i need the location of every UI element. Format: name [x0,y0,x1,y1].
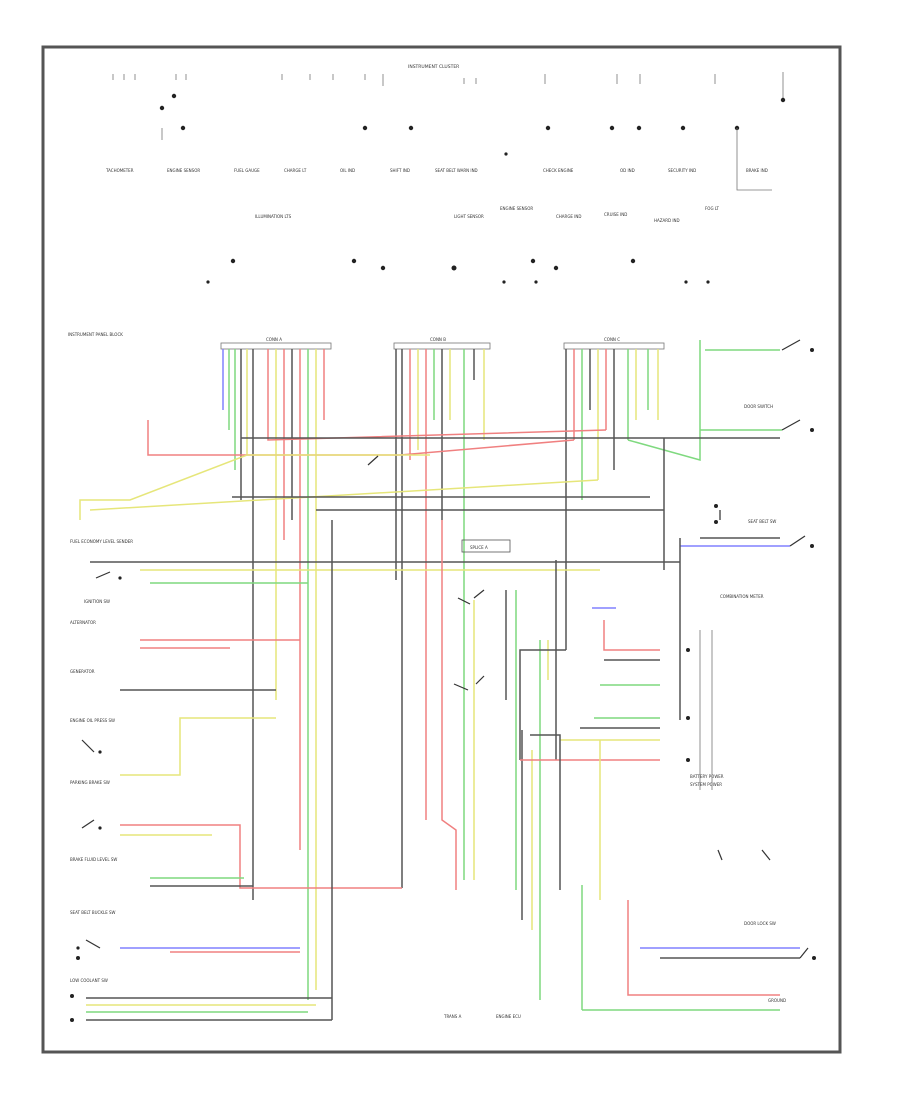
svg-text:SHIFT IND: SHIFT IND [390,168,410,173]
svg-text:CONN A: CONN A [266,337,282,342]
svg-text:ENGINE SENSOR: ENGINE SENSOR [167,168,200,173]
connector-a: CONN A [220,337,332,350]
svg-text:DOOR SWITCH: DOOR SWITCH [744,404,773,409]
svg-text:SEAT BELT SW: SEAT BELT SW [748,519,776,524]
svg-text:ENGINE ECU: ENGINE ECU [496,1014,521,1019]
center-wires [441,510,800,1011]
right-labels: DOOR SWITCH SEAT BELT SW COMBINATION MET… [690,404,776,926]
svg-text:INSTRUMENT PANEL BLOCK: INSTRUMENT PANEL BLOCK [68,332,123,337]
left-labels: INSTRUMENT PANEL BLOCK FUEL ECONOMY LEVE… [68,332,133,983]
svg-text:CHARGE LT: CHARGE LT [284,168,307,173]
sub-component-labels: LIGHT SENSOR ENGINE SENSOR CHARGE IND CR… [454,206,719,223]
diagram-frame [41,45,842,1054]
tachometer-label: TACHOMETER [105,168,134,173]
instrument-cluster-title: INSTRUMENT CLUSTER [408,64,459,70]
svg-text:SEAT BELT BUCKLE SW: SEAT BELT BUCKLE SW [70,910,116,915]
svg-text:FOG LT: FOG LT [705,206,719,211]
svg-text:FUEL GAUGE: FUEL GAUGE [234,168,260,173]
svg-text:COMBINATION METER: COMBINATION METER [720,594,764,599]
connector-c-wires [565,349,659,650]
connector-b-wires [395,349,485,888]
svg-text:CONN C: CONN C [604,337,620,342]
svg-text:CHARGE IND: CHARGE IND [556,214,581,219]
svg-text:GENERATOR: GENERATOR [70,669,95,674]
svg-text:SYSTEM POWER: SYSTEM POWER [690,782,722,787]
svg-text:ENGINE OIL PRESS SW: ENGINE OIL PRESS SW [70,718,115,723]
svg-text:BATTERY POWER: BATTERY POWER [690,774,724,779]
svg-text:OD IND: OD IND [620,168,635,173]
combination-meter-block [699,630,713,790]
svg-text:CRUISE IND: CRUISE IND [604,212,627,217]
svg-text:BRAKE IND: BRAKE IND [746,168,768,173]
horizontal-buses [79,340,790,1021]
connector-b: CONN B [393,337,491,350]
svg-text:FUEL ECONOMY LEVEL SENDER: FUEL ECONOMY LEVEL SENDER [70,539,133,544]
svg-text:BRAKE FLUID LEVEL SW: BRAKE FLUID LEVEL SW [70,857,117,862]
svg-text:DOOR LOCK SW: DOOR LOCK SW [744,921,776,926]
illumination-label: ILLUMINATION LTS [255,214,292,219]
svg-text:CHECK ENGINE: CHECK ENGINE [543,168,574,173]
svg-text:ALTERNATOR: ALTERNATOR [70,620,96,625]
svg-text:LIGHT SENSOR: LIGHT SENSOR [454,214,484,219]
svg-text:GROUND: GROUND [768,998,786,1003]
svg-text:CONN B: CONN B [430,337,446,342]
svg-text:HAZARD IND: HAZARD IND [654,218,680,223]
right-block-dots [70,648,690,1022]
connector-c: CONN C [563,337,665,350]
component-labels: ENGINE SENSOR FUEL GAUGE CHARGE LT OIL I… [167,168,768,173]
top-terminals [112,72,784,100]
bottom-labels: TRANS A ENGINE ECU GROUND [443,998,786,1019]
svg-text:TRANS A: TRANS A [443,1014,462,1019]
svg-text:OIL IND: OIL IND [340,168,355,173]
svg-text:PARKING BRAKE SW: PARKING BRAKE SW [70,780,110,785]
svg-text:LOW COOLANT SW: LOW COOLANT SW [70,978,108,983]
illumination-dots [206,258,710,284]
connector-a-wires [222,349,325,1000]
svg-text:ENGINE SENSOR: ENGINE SENSOR [500,206,533,211]
svg-text:SECURITY IND: SECURITY IND [668,168,696,173]
splice-label: SPLICE A [470,545,488,550]
switch-symbols [76,339,816,960]
svg-text:IGNITION SW: IGNITION SW [84,599,110,604]
component-boxes [161,128,772,191]
svg-text:SEAT BELT WARN IND: SEAT BELT WARN IND [435,168,478,173]
top-splice-dots [159,93,786,156]
